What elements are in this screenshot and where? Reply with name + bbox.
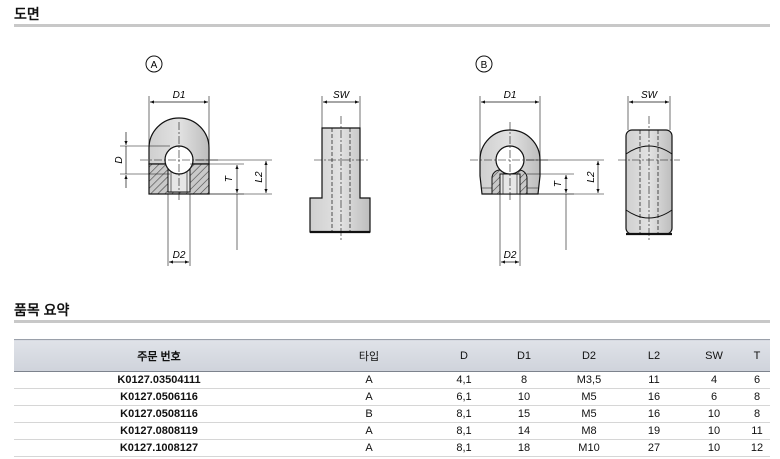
svg-text:D2: D2 xyxy=(504,250,517,261)
drawing-section-divider xyxy=(14,24,770,27)
dim-b-sw: SW xyxy=(627,90,671,130)
cell-t: 8 xyxy=(744,388,770,406)
header-type: 타입 xyxy=(304,339,434,372)
cell-order-number[interactable]: K0127.03504111 xyxy=(14,371,304,389)
cell-d1: 10 xyxy=(494,388,554,406)
svg-text:T: T xyxy=(553,180,564,187)
cell-sw: 4 xyxy=(684,371,744,389)
cell-t: 6 xyxy=(744,371,770,389)
header-l2: L2 xyxy=(624,339,684,372)
cell-d: 4,1 xyxy=(434,371,494,389)
cell-t: 8 xyxy=(744,405,770,423)
cell-order-number[interactable]: K0127.0506116 xyxy=(14,388,304,406)
svg-text:SW: SW xyxy=(641,90,659,101)
svg-text:A: A xyxy=(151,60,158,71)
svg-text:L2: L2 xyxy=(254,171,265,183)
cell-sw: 10 xyxy=(684,422,744,440)
drawing-section-title: 도면 xyxy=(14,6,40,22)
dim-b-t: T xyxy=(527,173,574,250)
dim-a-d1: D1 xyxy=(148,90,210,148)
table-header-row: 주문 번호 타입 D D1 D2 L2 SW T xyxy=(14,339,770,372)
cell-type: B xyxy=(304,405,434,423)
dim-a-d: D xyxy=(114,132,170,188)
cell-d2: M3,5 xyxy=(554,371,624,389)
table-row[interactable]: K0127.0506116 A 6,1 10 M5 16 6 8 xyxy=(14,388,770,406)
cell-d1: 15 xyxy=(494,405,554,423)
svg-text:D2: D2 xyxy=(173,250,186,261)
cell-l2: 16 xyxy=(624,405,684,423)
svg-text:L2: L2 xyxy=(586,171,597,183)
header-d1: D1 xyxy=(494,339,554,372)
cell-type: A xyxy=(304,439,434,457)
cell-d: 8,1 xyxy=(434,439,494,457)
view-b-side-part xyxy=(618,116,680,242)
cell-d1: 8 xyxy=(494,371,554,389)
cell-l2: 27 xyxy=(624,439,684,457)
svg-text:SW: SW xyxy=(333,90,351,101)
dim-b-d2: D2 xyxy=(499,194,521,266)
cell-d2: M8 xyxy=(554,422,624,440)
cell-d2: M10 xyxy=(554,439,624,457)
cell-l2: 11 xyxy=(624,371,684,389)
cell-type: A xyxy=(304,388,434,406)
cell-sw: 10 xyxy=(684,405,744,423)
view-b-front-part xyxy=(479,129,541,195)
cell-order-number[interactable]: K0127.1008127 xyxy=(14,439,304,457)
svg-text:T: T xyxy=(224,175,235,182)
view-b-label: B xyxy=(475,55,493,73)
cell-d1: 18 xyxy=(494,439,554,457)
header-d2: D2 xyxy=(554,339,624,372)
svg-text:D1: D1 xyxy=(173,90,186,101)
table-row[interactable]: K0127.0808119 A 8,1 14 M8 19 10 11 xyxy=(14,422,770,440)
header-sw: SW xyxy=(684,339,744,372)
dim-a-l2: L2 xyxy=(195,159,272,195)
view-a-side-part xyxy=(309,116,371,240)
cell-type: A xyxy=(304,422,434,440)
cell-d: 6,1 xyxy=(434,388,494,406)
cell-d: 8,1 xyxy=(434,405,494,423)
table-row[interactable]: K0127.1008127 A 8,1 18 M10 27 10 12 xyxy=(14,439,770,457)
cell-sw: 10 xyxy=(684,439,744,457)
cell-t: 11 xyxy=(744,422,770,440)
cell-l2: 19 xyxy=(624,422,684,440)
cell-d: 8,1 xyxy=(434,422,494,440)
cell-t: 12 xyxy=(744,439,770,457)
svg-text:B: B xyxy=(481,60,488,71)
summary-section-title: 품목 요약 xyxy=(14,302,70,318)
cell-l2: 16 xyxy=(624,388,684,406)
table-row[interactable]: K0127.0508116 B 8,1 15 M5 16 10 8 xyxy=(14,405,770,423)
svg-text:D: D xyxy=(114,156,125,163)
header-order-number: 주문 번호 xyxy=(14,339,304,372)
product-summary-table: 주문 번호 타입 D D1 D2 L2 SW T K0127.03504111 … xyxy=(14,339,770,457)
cell-d1: 14 xyxy=(494,422,554,440)
cell-type: A xyxy=(304,371,434,389)
cell-d2: M5 xyxy=(554,388,624,406)
cell-sw: 6 xyxy=(684,388,744,406)
cell-order-number[interactable]: K0127.0508116 xyxy=(14,405,304,423)
cell-d2: M5 xyxy=(554,405,624,423)
dim-b-l2: L2 xyxy=(526,159,604,195)
header-t: T xyxy=(744,339,770,372)
dim-b-d1: D1 xyxy=(479,90,541,160)
table-row[interactable]: K0127.03504111 A 4,1 8 M3,5 11 4 6 xyxy=(14,371,770,389)
view-a-label: A xyxy=(145,55,163,73)
dim-a-sw: SW xyxy=(321,90,361,128)
header-d: D xyxy=(434,339,494,372)
cell-order-number[interactable]: K0127.0808119 xyxy=(14,422,304,440)
technical-drawing: A xyxy=(114,55,680,266)
summary-section-divider xyxy=(14,320,770,323)
dim-a-d2: D2 xyxy=(167,194,191,266)
svg-text:D1: D1 xyxy=(504,90,517,101)
